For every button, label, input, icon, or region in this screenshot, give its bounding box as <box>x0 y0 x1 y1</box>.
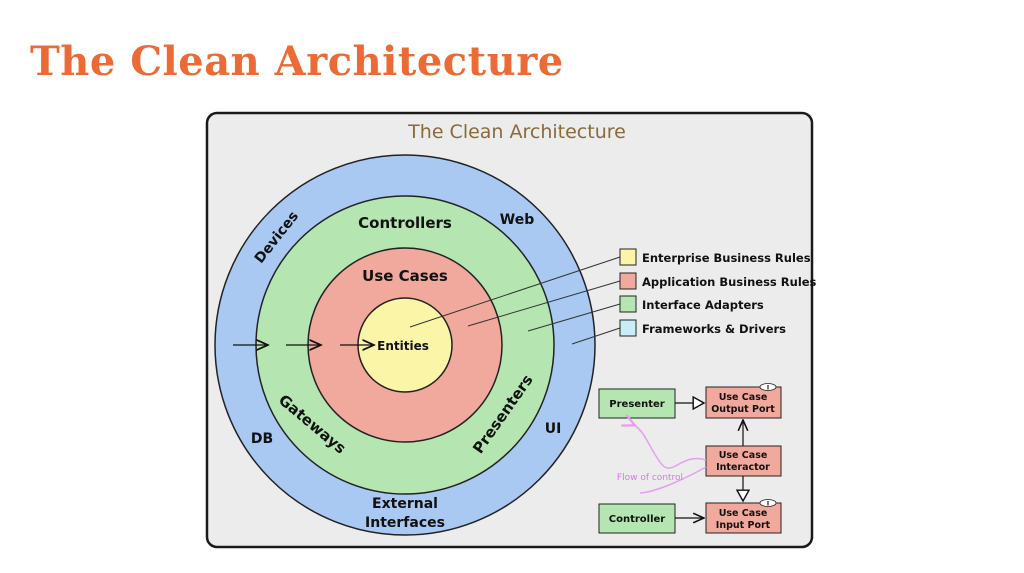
presenter-label: Presenter <box>609 399 664 410</box>
diagram-title: The Clean Architecture <box>407 121 626 143</box>
legend-pointer <box>409 256 621 328</box>
flow-of-control-curve <box>632 424 707 469</box>
interface-badge-label: I <box>767 385 769 392</box>
legend-pointer <box>571 327 621 345</box>
controller-label: Controller <box>609 514 666 525</box>
controller-box <box>598 503 676 534</box>
legend: Enterprise Business Rules Application Bu… <box>619 248 817 337</box>
input-port-label-line2: Input Port <box>716 520 771 531</box>
label-external: External <box>372 496 438 512</box>
legend-label-application: Application Business Rules <box>642 275 817 289</box>
slide-title: The Clean Architecture <box>30 38 564 85</box>
interface-badge <box>759 383 777 391</box>
output-port-box <box>705 386 782 419</box>
output-port-label-line1: Use Case <box>719 392 768 403</box>
label-controllers: Controllers <box>358 214 452 232</box>
interactor-box <box>705 445 782 477</box>
legend-swatch-enterprise <box>619 248 637 266</box>
interface-badge-label: I <box>767 501 769 508</box>
label-web: Web <box>500 212 534 228</box>
legend-label-enterprise: Enterprise Business Rules <box>642 251 811 265</box>
legend-swatch-application <box>619 272 637 290</box>
interface-badge <box>759 499 777 507</box>
legend-label-frameworks: Frameworks & Drivers <box>642 322 786 336</box>
interactor-label-line1: Use Case <box>719 450 768 461</box>
flow-of-control-label: Flow of control <box>617 473 683 483</box>
flow-of-control-curve <box>639 466 707 494</box>
legend-pointer <box>467 280 621 327</box>
label-entities: Entities <box>377 339 429 353</box>
flow-diagram: Presenter Use Case Output Port I Use Cas… <box>598 383 782 534</box>
interactor-label-line2: Interactor <box>716 462 770 473</box>
legend-swatch-frameworks <box>619 319 637 337</box>
legend-pointer <box>527 303 621 332</box>
input-port-box <box>705 502 782 534</box>
label-interfaces: Interfaces <box>365 515 445 531</box>
label-db: DB <box>251 431 273 447</box>
label-ui: UI <box>545 421 562 437</box>
legend-swatch-adapters <box>619 295 637 313</box>
input-port-label-line1: Use Case <box>719 508 768 519</box>
label-use-cases: Use Cases <box>362 267 448 285</box>
legend-label-adapters: Interface Adapters <box>642 298 764 312</box>
output-port-label-line2: Output Port <box>711 404 775 415</box>
